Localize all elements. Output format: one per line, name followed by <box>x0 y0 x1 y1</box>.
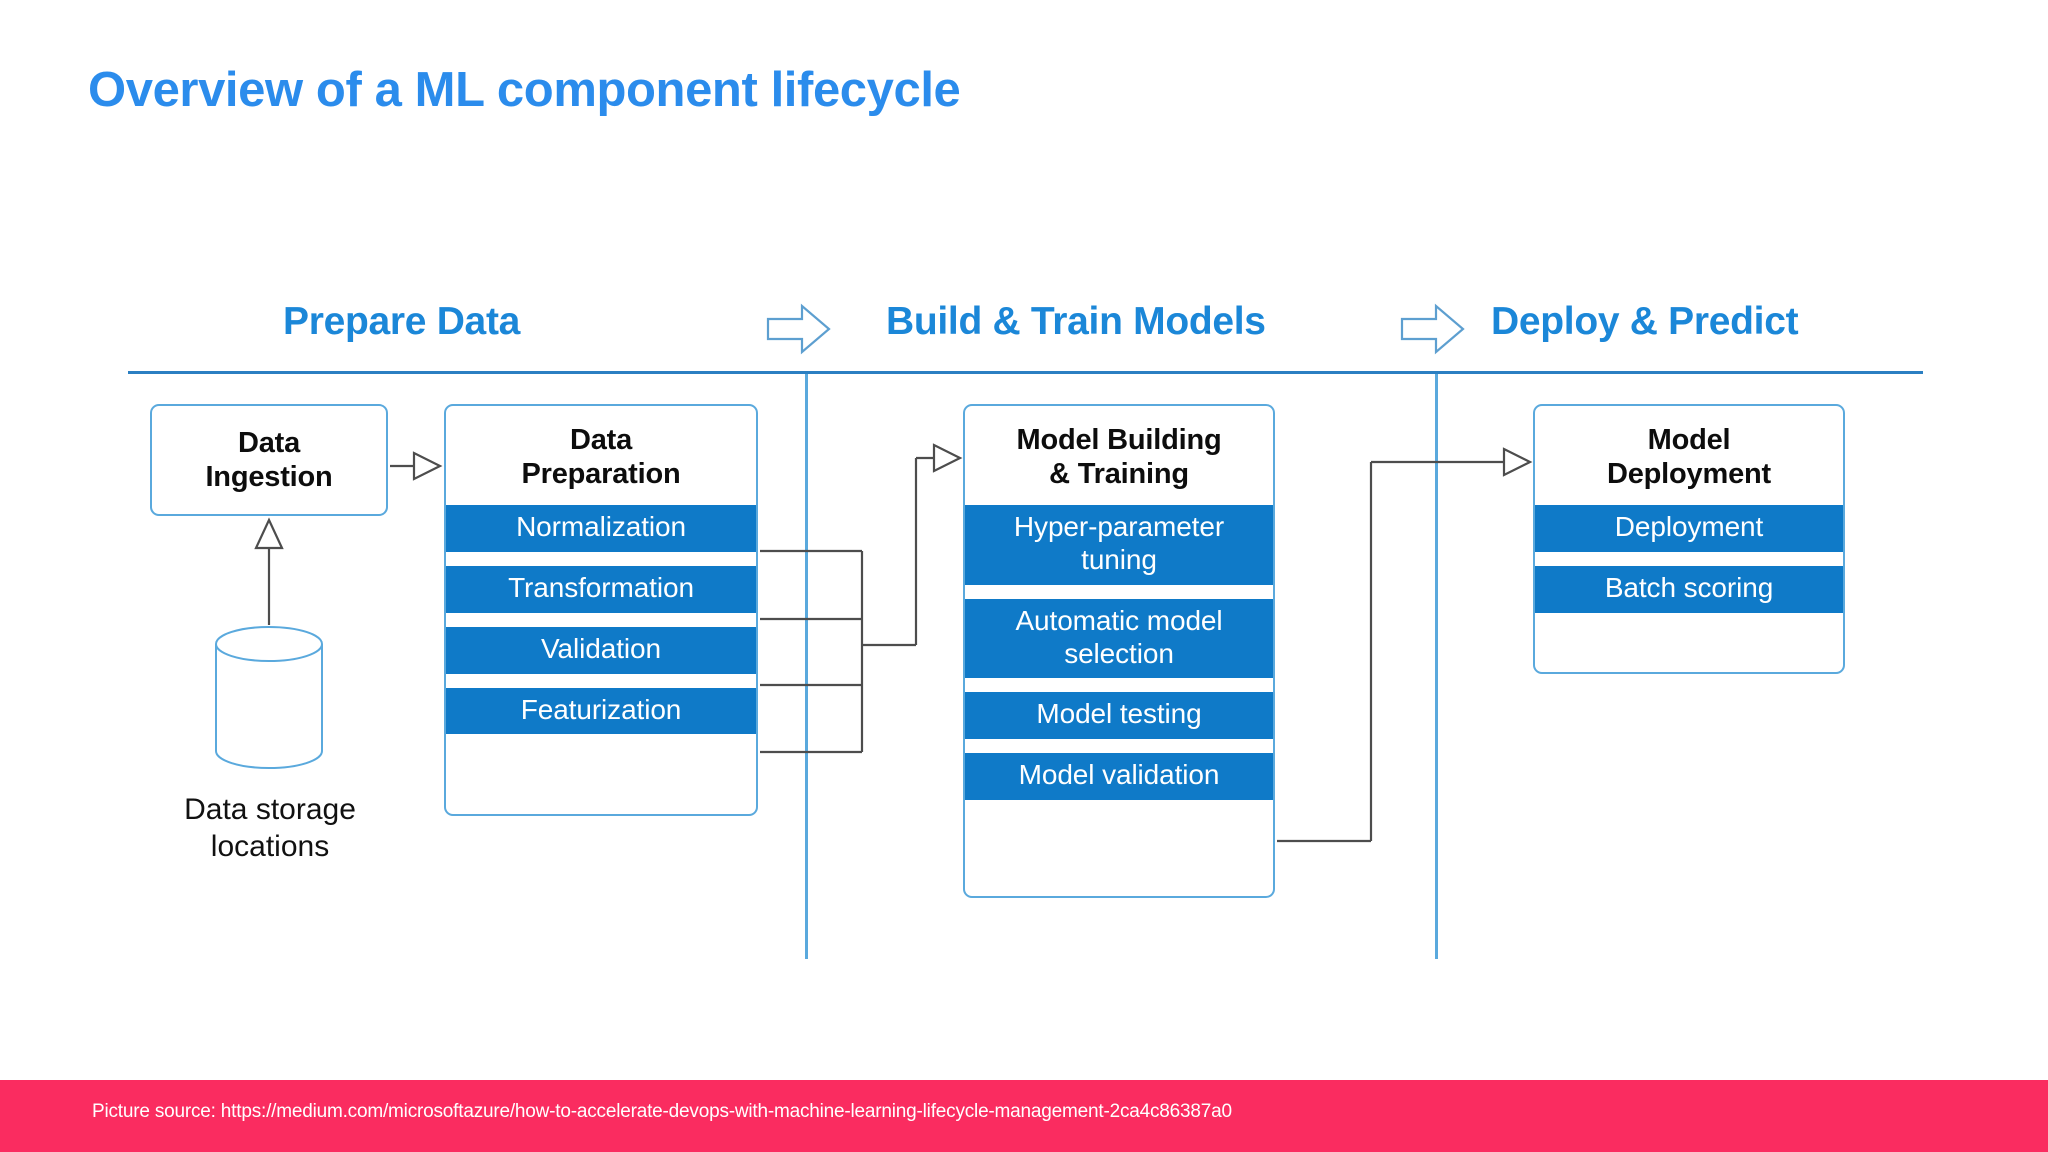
stage-card-data-ingestion[interactable]: Data Ingestion <box>150 404 388 516</box>
stage-card-model-building[interactable]: Model Building & Training Hyper-paramete… <box>963 404 1275 898</box>
stage-step-normalization[interactable]: Normalization <box>446 505 756 553</box>
connector-ingestion-to-preparation <box>390 451 443 481</box>
stage-step-transformation[interactable]: Transformation <box>446 566 756 613</box>
stage-card-footer <box>965 800 1273 830</box>
phase-separator-2 <box>1435 374 1438 959</box>
picture-source-text: Picture source: https://medium.com/micro… <box>92 1101 1232 1122</box>
stage-title-model-building: Model Building & Training <box>1016 424 1222 491</box>
stage-step-featurization[interactable]: Featurization <box>446 687 756 735</box>
stage-steps-model-deployment: Deployment Batch scoring <box>1535 505 1843 613</box>
stage-title-data-ingestion: Data Ingestion <box>205 427 333 494</box>
phase-separator-1 <box>805 374 808 959</box>
stage-step-batch-scoring[interactable]: Batch scoring <box>1535 566 1843 613</box>
phase-heading-deploy-predict: Deploy & Predict <box>1491 300 1799 343</box>
datastore-label: Data storage locations <box>184 793 356 863</box>
phase-heading-build-train-models: Build & Train Models <box>886 300 1266 343</box>
stage-step-validation[interactable]: Validation <box>446 626 756 674</box>
stage-card-model-deployment[interactable]: Model Deployment Deployment Batch scorin… <box>1533 404 1845 674</box>
database-cylinder-icon <box>213 625 325 770</box>
phase-divider-rule <box>128 371 1923 374</box>
stage-steps-data-preparation: Normalization Transformation Validation … <box>446 505 756 735</box>
phase-arrow-build-to-deploy-icon <box>1400 303 1466 355</box>
footer-bar: Picture source: https://medium.com/micro… <box>0 1080 2048 1152</box>
page-title: Overview of a ML component lifecycle <box>88 63 961 117</box>
connector-datastore-to-ingestion <box>254 517 284 625</box>
stage-step-hyper-parameter-tuning[interactable]: Hyper-parameter tuning <box>965 505 1273 585</box>
stage-step-deployment[interactable]: Deployment <box>1535 505 1843 553</box>
connector-model-validation-to-deployment <box>1277 447 1533 843</box>
stage-card-data-preparation[interactable]: Data Preparation Normalization Transform… <box>444 404 758 816</box>
stage-card-footer <box>446 734 756 764</box>
phase-arrow-prepare-to-build-icon <box>766 303 832 355</box>
connector-preparation-to-model-building <box>760 443 963 754</box>
stage-title-data-preparation: Data Preparation <box>521 424 681 491</box>
stage-card-footer <box>1535 613 1843 643</box>
stage-title-model-deployment: Model Deployment <box>1607 424 1771 491</box>
stage-steps-model-building: Hyper-parameter tuning Automatic model s… <box>965 505 1273 800</box>
stage-step-automatic-model-selection[interactable]: Automatic model selection <box>965 598 1273 679</box>
stage-step-model-testing[interactable]: Model testing <box>965 692 1273 740</box>
phase-heading-prepare-data: Prepare Data <box>283 300 521 343</box>
stage-step-model-validation[interactable]: Model validation <box>965 753 1273 800</box>
